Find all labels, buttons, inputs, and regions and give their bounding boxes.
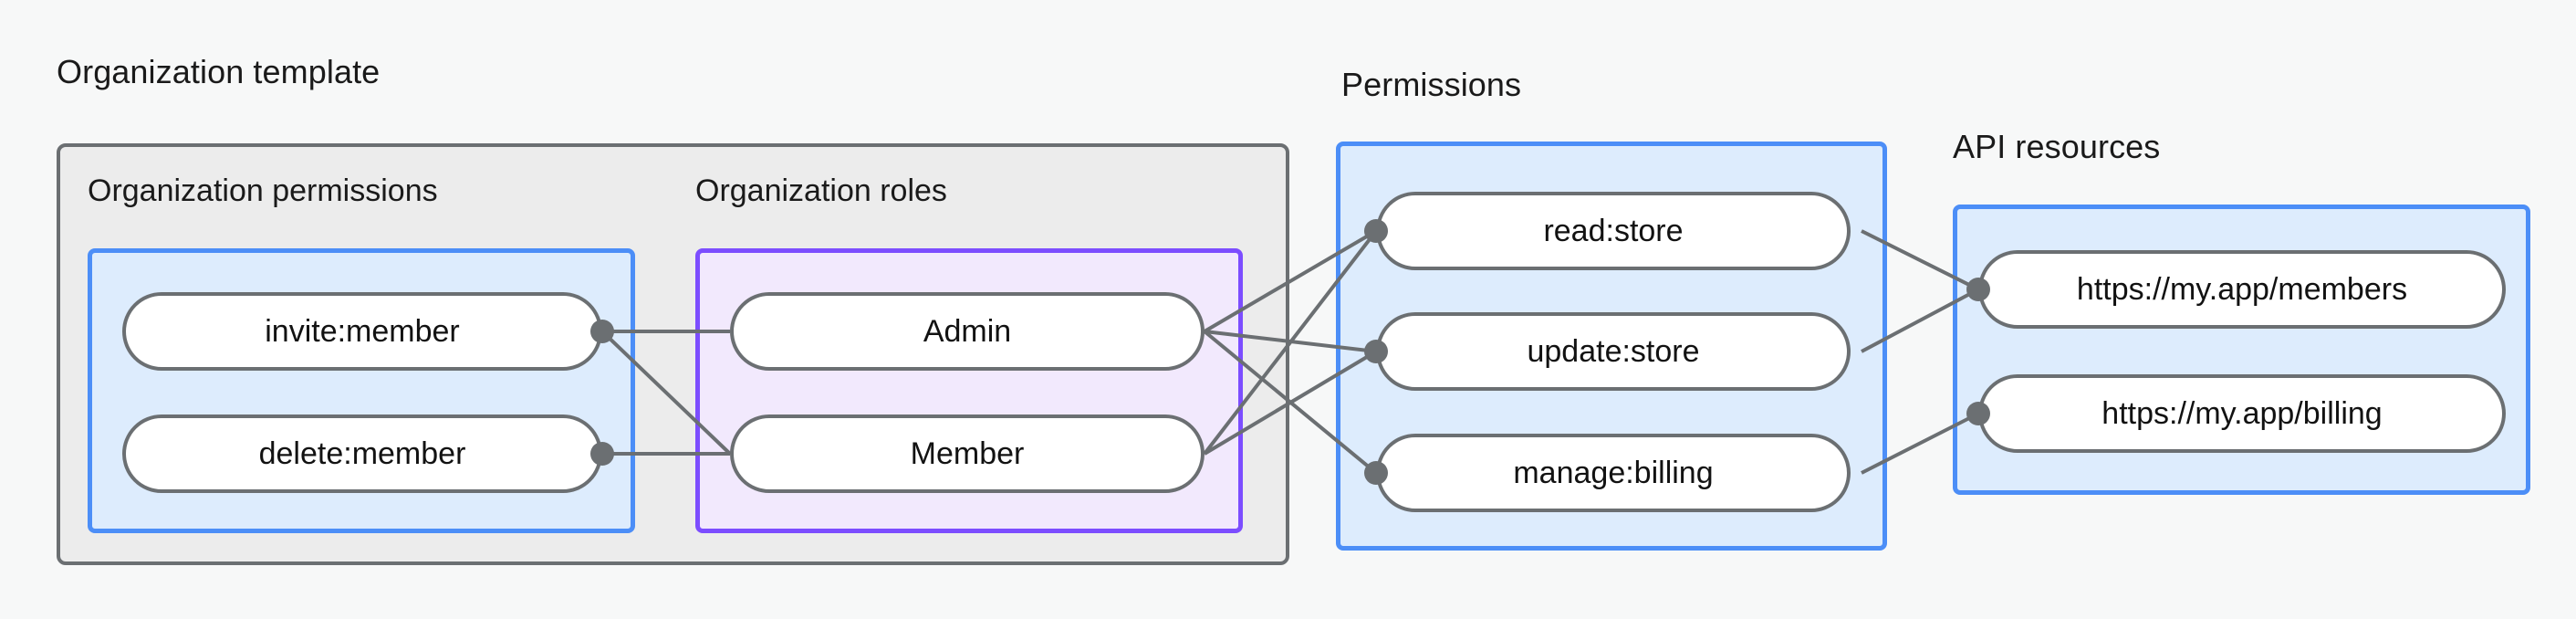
node-label-billing-url: https://my.app/billing: [2101, 395, 2383, 431]
node-label-manage-billing: manage:billing: [1513, 455, 1714, 490]
node-label-admin: Admin: [923, 313, 1012, 349]
node-update-store[interactable]: update:store: [1376, 312, 1851, 391]
node-label-read-store: read:store: [1543, 213, 1684, 248]
group-title-api-resources: API resources: [1953, 128, 2161, 165]
node-label-member: Member: [910, 435, 1025, 471]
node-label-invite-member: invite:member: [265, 313, 460, 349]
node-manage-billing[interactable]: manage:billing: [1376, 434, 1851, 512]
node-admin[interactable]: Admin: [730, 292, 1205, 371]
group-title-organization-template: Organization template: [57, 53, 381, 90]
node-member[interactable]: Member: [730, 414, 1205, 493]
group-title-permissions: Permissions: [1341, 66, 1522, 103]
node-invite-member[interactable]: invite:member: [122, 292, 602, 371]
node-label-delete-member: delete:member: [258, 435, 466, 471]
node-label-update-store: update:store: [1527, 333, 1700, 369]
subgroup-title-organization-permissions: Organization permissions: [88, 173, 438, 208]
subgroup-title-organization-roles: Organization roles: [695, 173, 947, 208]
node-label-members-url: https://my.app/members: [2076, 271, 2408, 307]
node-delete-member[interactable]: delete:member: [122, 414, 602, 493]
node-read-store[interactable]: read:store: [1376, 192, 1851, 270]
node-billing-url[interactable]: https://my.app/billing: [1978, 374, 2506, 453]
node-members-url[interactable]: https://my.app/members: [1978, 250, 2506, 329]
